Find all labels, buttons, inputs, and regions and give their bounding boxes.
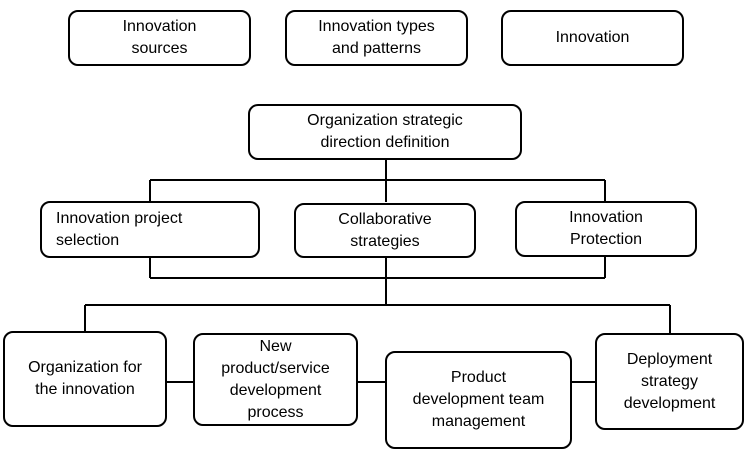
innovation-types-patterns-box: Innovation types and patterns bbox=[285, 10, 468, 66]
organization-for-innovation-box: Organization for the innovation bbox=[3, 331, 167, 427]
collaborative-strategies-box: Collaborative strategies bbox=[294, 203, 476, 258]
innovation-protection-box: Innovation Protection bbox=[515, 201, 697, 257]
deployment-strategy-box: Deployment strategy development bbox=[595, 333, 744, 430]
innovation-project-selection-box: Innovation project selection bbox=[40, 201, 260, 258]
innovation-sources-box: Innovation sources bbox=[68, 10, 251, 66]
product-development-team-box: Product development team management bbox=[385, 351, 572, 449]
new-product-service-development-box: New product/service development process bbox=[193, 333, 358, 426]
innovation-box: Innovation bbox=[501, 10, 684, 66]
root-strategic-direction-box: Organization strategic direction definit… bbox=[248, 104, 522, 160]
